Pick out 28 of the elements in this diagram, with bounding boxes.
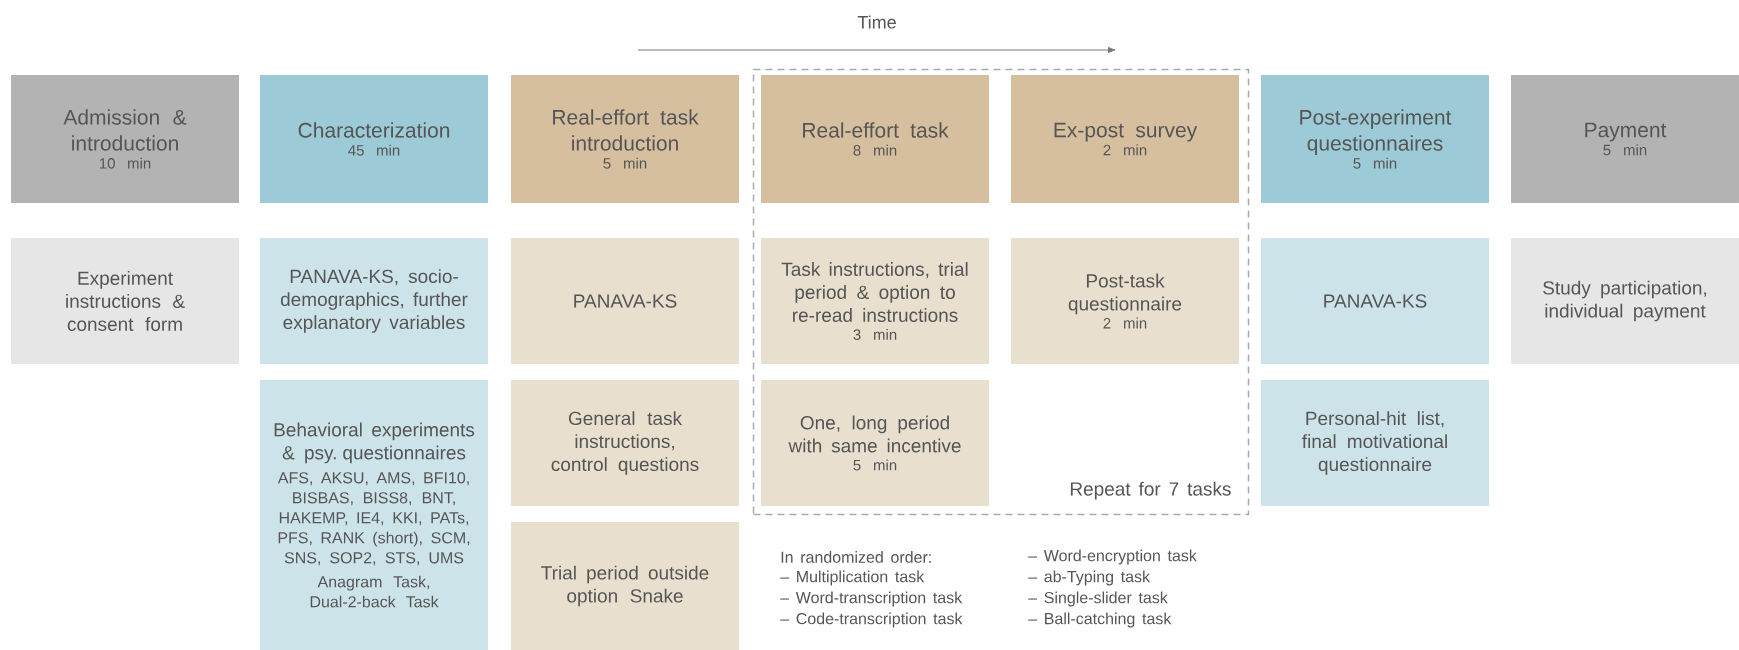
list-item: – Code-transcription task xyxy=(780,612,963,628)
step-box: Behavioral experiments & psy. questionnaires AFS, AKSU, AMS, BFI10, BISBAS, BISS8, BNT, HAKEMP, IE4, KKI, PATs, PFS, RANK (short), SCM, SNS, SOP2, STS, UMS Anagram Task, Dual-2-back Task xyxy=(260,380,488,650)
stage-header-box: Real-effort task 8 min xyxy=(761,75,989,203)
step-box: Personal-hit list, final motivational questionnaire xyxy=(1261,380,1489,506)
step-box: Trial period outside option Snake xyxy=(511,522,739,650)
step-box: PANAVA-KS xyxy=(511,238,739,364)
stage-header-box: Ex-post survey 2 min xyxy=(1011,75,1239,203)
stage-header-box: Admission & introduction 10 min xyxy=(11,75,239,203)
list-heading: In randomized order: xyxy=(781,551,931,563)
step-box: General task instructions, control questions xyxy=(511,380,739,506)
step-box: PANAVA-KS xyxy=(1261,238,1489,364)
list-item: – Word-transcription task xyxy=(780,591,963,607)
step-box: Post-task questionnaire 2 min xyxy=(1011,238,1239,364)
step-box: One, long period with same incentive 5 min xyxy=(761,380,989,506)
step-box: Experiment instructions & consent form xyxy=(11,238,239,364)
list-item: – Single-slider task xyxy=(1028,591,1168,607)
list-item: – ab-Typing task xyxy=(1028,570,1151,586)
stage-header-box: Characterization 45 min xyxy=(260,75,488,203)
stage-header-box: Post-experiment questionnaires 5 min xyxy=(1261,75,1489,203)
list-item: – Ball-catching task xyxy=(1028,612,1172,628)
list-item: – Multiplication task xyxy=(780,570,925,586)
time-label: Time xyxy=(857,15,896,29)
stage-header-box: Real-effort task introduction 5 min xyxy=(511,75,739,203)
step-box: Task instructions, trial period & option to re-read instructions 3 min xyxy=(761,238,989,364)
step-box: PANAVA-KS, socio-demographics, further explanatory variables xyxy=(260,238,488,364)
step-box: Study participation, individual payment xyxy=(1511,238,1739,364)
list-item: – Word-encryption task xyxy=(1028,549,1197,565)
stage-header-box: Payment 5 min xyxy=(1511,75,1739,203)
